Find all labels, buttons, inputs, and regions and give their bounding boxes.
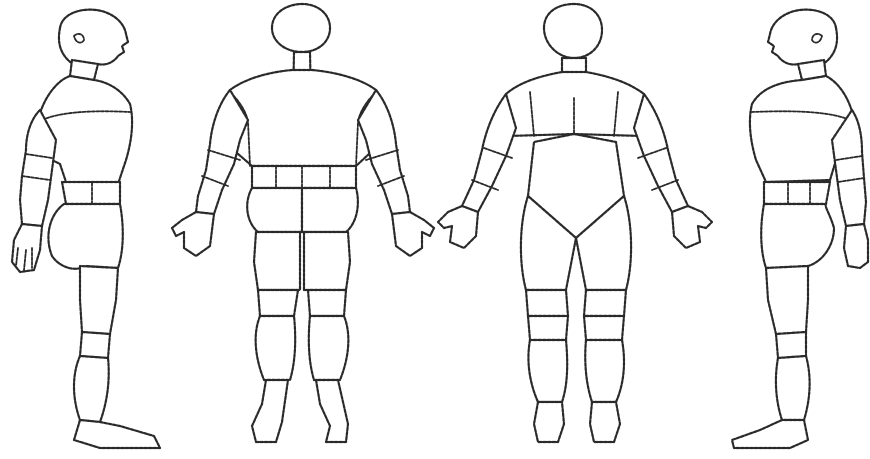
right-calf	[309, 316, 349, 380]
left-thigh	[254, 232, 300, 290]
right-side-view	[732, 10, 868, 448]
left-shin	[528, 340, 567, 402]
upper-chest	[506, 72, 644, 136]
lower-leg	[74, 356, 109, 422]
left-foot	[252, 380, 288, 442]
head	[768, 10, 837, 68]
left-hand	[172, 212, 214, 256]
right-thigh	[304, 232, 350, 290]
right-hand	[672, 206, 712, 248]
right-arm	[634, 94, 688, 212]
left-arm	[462, 94, 516, 212]
hip	[48, 204, 122, 269]
right-shin	[585, 340, 624, 402]
hand	[12, 224, 42, 272]
left-thigh	[526, 290, 568, 316]
left-knee	[258, 290, 298, 316]
thigh	[766, 266, 808, 334]
foot	[74, 420, 160, 448]
left-knee	[528, 316, 568, 340]
waist	[62, 182, 120, 204]
right-buttock	[302, 188, 358, 232]
right-knee	[308, 290, 346, 316]
waist	[764, 182, 830, 204]
right-hand	[392, 212, 434, 256]
waist	[252, 166, 356, 188]
right-foot	[316, 380, 348, 442]
head	[272, 4, 330, 52]
right-knee	[584, 316, 624, 340]
lower-leg	[776, 356, 810, 420]
left-buttock	[247, 188, 302, 232]
knee	[776, 332, 806, 358]
hand	[844, 224, 868, 268]
head	[59, 10, 128, 68]
head	[544, 4, 602, 58]
front-view	[438, 4, 712, 442]
left-calf	[256, 316, 296, 380]
left-side-view	[12, 10, 160, 448]
right-foot	[590, 402, 620, 442]
thigh	[80, 266, 118, 334]
foot	[732, 420, 808, 448]
hip	[761, 204, 834, 268]
left-foot	[534, 402, 564, 442]
left-hand	[438, 206, 478, 248]
right-thigh	[584, 290, 626, 316]
back-view	[172, 4, 434, 442]
knee	[80, 332, 110, 358]
